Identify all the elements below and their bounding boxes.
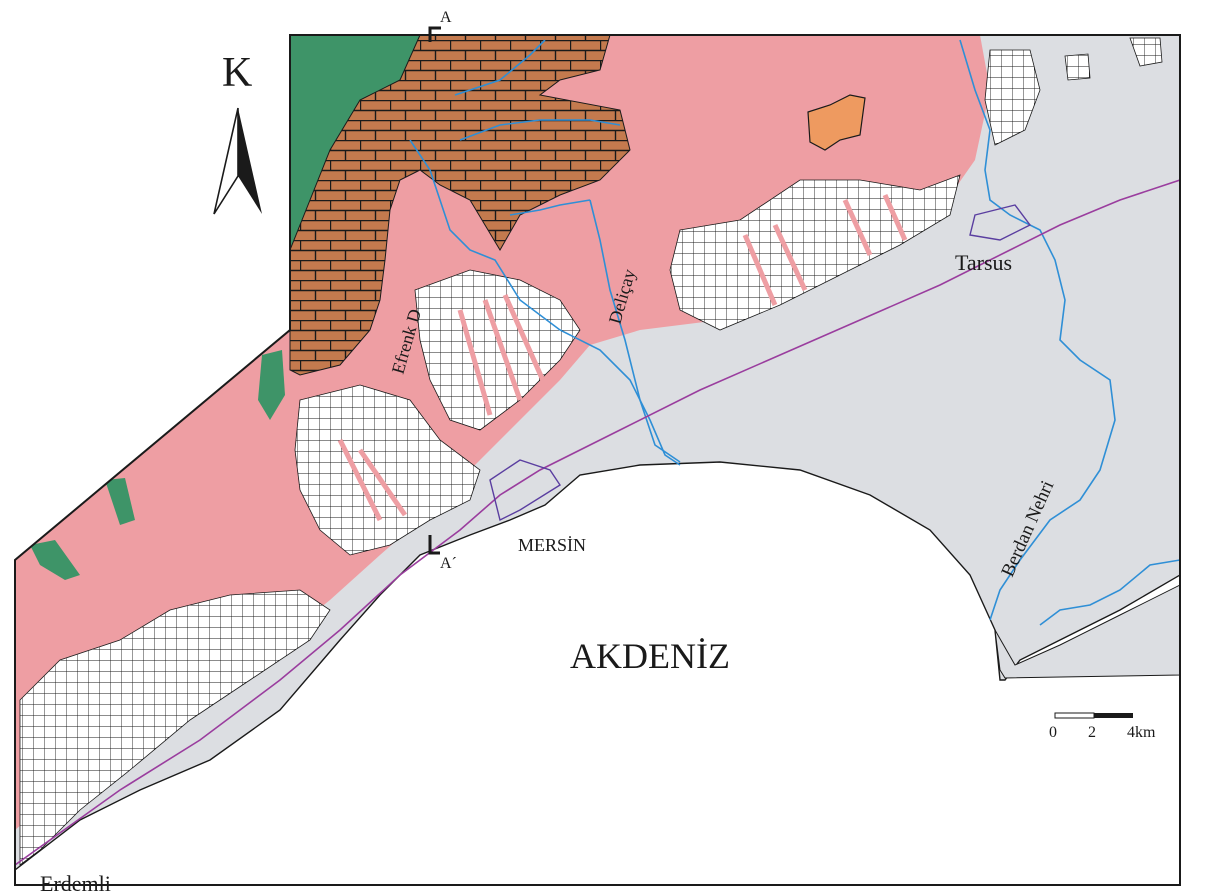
north-arrow-icon [213, 107, 262, 215]
scale-tick-4km: 4km [1127, 724, 1156, 741]
river-east [959, 39, 1116, 621]
green-unit-3 [258, 350, 285, 420]
river-efrenk [409, 139, 681, 466]
sea-akdeniz [15, 461, 1180, 885]
scale-bar [1054, 712, 1133, 719]
tarsus-boundary [969, 204, 1032, 241]
grid-patch-ne1 [1129, 37, 1163, 67]
grid-unit-central [294, 384, 481, 556]
river-tributary-1 [509, 199, 591, 216]
orange-unit [807, 94, 866, 151]
section-marker-a-prime [428, 535, 440, 555]
river-delta [1039, 559, 1180, 626]
grid-unit-east [669, 174, 961, 331]
river-network [409, 39, 1180, 626]
grid-unit-northeast [984, 49, 1041, 146]
road-line [15, 179, 1180, 866]
green-unit [290, 35, 420, 260]
city-label-mersin: MERSİN [518, 535, 586, 555]
river-tributary-3 [454, 39, 546, 96]
north-arrow-letter: K [222, 50, 252, 96]
city-label-tarsus: Tarsus [955, 250, 1012, 275]
town-label-erdemli: Erdemli [40, 871, 111, 896]
green-unit-5 [30, 540, 80, 580]
mersin-boundary [489, 459, 561, 522]
river-tributary-2 [459, 119, 621, 141]
grid-unit-fan [414, 269, 581, 431]
scale-tick-0: 0 [1049, 724, 1057, 741]
grid-patch-ne2 [1064, 53, 1091, 81]
section-marker-a [428, 26, 441, 42]
scale-tick-2: 2 [1088, 724, 1096, 741]
river-delicay [589, 199, 681, 463]
sea-label: AKDENİZ [570, 636, 730, 676]
section-label-a-prime: A´ [440, 555, 457, 572]
section-label-a: A [440, 9, 452, 26]
pink-fingers [337, 193, 908, 522]
map-boundary [14, 34, 1181, 886]
coast-spit [994, 584, 1180, 679]
green-unit-4 [105, 478, 135, 525]
